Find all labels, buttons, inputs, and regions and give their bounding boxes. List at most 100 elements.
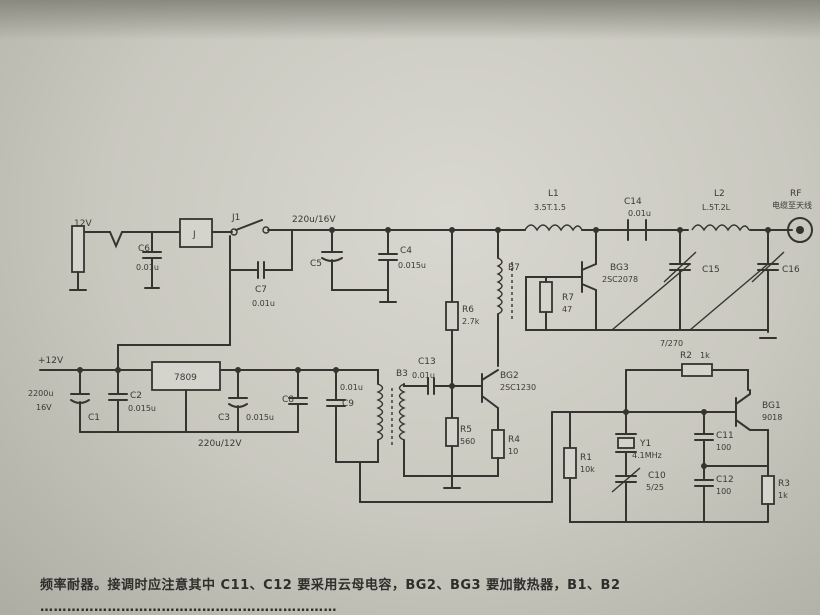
bg1-type: 9018 bbox=[762, 413, 782, 422]
r2-value: 1k bbox=[700, 351, 710, 360]
resistor-r4: R4 10 bbox=[451, 429, 520, 477]
bg2-label: BG2 bbox=[500, 371, 519, 381]
r7-label: R7 bbox=[562, 293, 574, 303]
r1-label: R1 bbox=[580, 453, 592, 463]
bg1-label: BG1 bbox=[762, 401, 781, 411]
rf-output-connector: RF 电缆至天线 bbox=[772, 189, 813, 243]
r4-label: R4 bbox=[508, 435, 520, 445]
capacitor-c7: C7 0.01u bbox=[229, 229, 293, 308]
r5-label: R5 bbox=[460, 425, 472, 435]
capacitor-c5: C5 bbox=[310, 227, 389, 291]
resistor-r6: R6 2.7k bbox=[445, 301, 480, 387]
trimmer-c10: C10 5/25 bbox=[611, 467, 666, 523]
c1-label: C1 bbox=[88, 413, 100, 423]
l2-label: L2 bbox=[714, 189, 725, 199]
resistor-r2: R2 1k bbox=[680, 351, 749, 391]
bg3-label: BG3 bbox=[610, 263, 629, 273]
c4-value: 0.015u bbox=[398, 261, 426, 270]
capacitor-c6: C6 0.01u bbox=[136, 231, 162, 289]
c9-value: 0.01u bbox=[340, 383, 363, 392]
capacitor-c13: C13 0.01u bbox=[412, 357, 483, 395]
caption-line-1: 频率耐器。接调时应注意其中 C11、C12 要采用云母电容，BG2、BG3 要加… bbox=[40, 578, 621, 593]
r6-value: 2.7k bbox=[462, 317, 480, 326]
crystal-y1: Y1 4.1MHz bbox=[615, 411, 662, 477]
osc-left-wire bbox=[551, 411, 571, 449]
r3-value: 1k bbox=[778, 491, 788, 500]
power-input-terminal: 12V bbox=[69, 219, 92, 291]
r4-value: 10 bbox=[508, 447, 518, 456]
capacitor-c2: C2 0.015u bbox=[108, 375, 156, 433]
c12-label: C12 bbox=[716, 475, 734, 485]
c3-label: C3 bbox=[218, 413, 230, 423]
c1-value: 2200u bbox=[28, 389, 53, 398]
c1-volt: 16V bbox=[36, 403, 52, 412]
y1-label: Y1 bbox=[639, 439, 651, 449]
caption-line-2: ………………………………………………………… bbox=[40, 600, 337, 615]
out-sublabel: 电缆至天线 bbox=[772, 200, 812, 210]
transistor-bg2: BG2 2SC1230 bbox=[481, 369, 536, 431]
resistor-r5: R5 560 bbox=[443, 385, 475, 489]
c2-value: 0.015u bbox=[128, 404, 156, 413]
r7-value: 47 bbox=[562, 305, 572, 314]
trimmer-c15: C15 bbox=[663, 227, 720, 331]
capacitor-c14: C14 0.01u bbox=[624, 197, 651, 241]
c6-label: C6 bbox=[138, 244, 150, 254]
lower-return bbox=[359, 411, 553, 503]
r2-label: R2 bbox=[680, 351, 692, 361]
inductor-l2: L2 L.5T.2L bbox=[691, 189, 750, 232]
c15-label: C15 bbox=[702, 265, 720, 275]
c6-value: 0.01u bbox=[136, 263, 159, 272]
b7-label: B7 bbox=[508, 263, 520, 273]
inductor-l1: L1 3.5T.1.5 bbox=[524, 189, 583, 232]
bottom-supply-label: 220u/12V bbox=[198, 439, 242, 449]
capacitor-c1: 2200u 16V C1 bbox=[28, 369, 100, 433]
c9-label: C9 bbox=[342, 399, 354, 409]
out-label: RF bbox=[790, 189, 801, 199]
r1-value: 10k bbox=[580, 465, 595, 474]
r5-value: 560 bbox=[460, 437, 475, 446]
capacitor-c8: C8 bbox=[282, 367, 308, 433]
plus12-label: +12V bbox=[38, 356, 64, 366]
bg2-type: 2SC1230 bbox=[500, 383, 536, 392]
capacitor-c4: C4 0.015u bbox=[378, 227, 426, 303]
c2-label: C2 bbox=[130, 391, 142, 401]
plus12-input: +12V bbox=[38, 356, 153, 373]
supply-label: 220u/16V bbox=[292, 215, 336, 225]
power-in-label: 12V bbox=[74, 219, 92, 229]
c10-value: 5/25 bbox=[646, 483, 664, 492]
transistor-bg1: BG1 9018 bbox=[729, 389, 782, 467]
l1-value: 3.5T.1.5 bbox=[534, 203, 566, 212]
switch-j1: J1 bbox=[230, 213, 270, 236]
r3-label: R3 bbox=[778, 479, 790, 489]
resistor-r3: R3 1k bbox=[761, 465, 790, 523]
c13-value: 0.01u bbox=[412, 371, 435, 380]
c3-value: 0.015u bbox=[246, 413, 274, 422]
caption: 频率耐器。接调时应注意其中 C11、C12 要采用云母电容，BG2、BG3 要加… bbox=[0, 566, 820, 615]
trim-mark-2 bbox=[689, 263, 769, 331]
c13-label: C13 bbox=[418, 357, 436, 367]
y1-value: 4.1MHz bbox=[632, 451, 662, 460]
c4-label: C4 bbox=[400, 246, 412, 256]
reg-label: 7809 bbox=[174, 373, 197, 383]
l1-label: L1 bbox=[548, 189, 559, 199]
trimmer-c16: C16 bbox=[751, 227, 800, 333]
c12-value: 100 bbox=[716, 487, 731, 496]
c11-value: 100 bbox=[716, 443, 731, 452]
capacitor-c12: C12 100 bbox=[694, 465, 734, 523]
bg3-type: 2SC2078 bbox=[602, 275, 638, 284]
l2-value: L.5T.2L bbox=[702, 203, 731, 212]
c7-value: 0.01u bbox=[252, 299, 275, 308]
c7-label: C7 bbox=[255, 285, 267, 295]
capacitor-c3: C3 0.015u bbox=[218, 367, 274, 433]
c16-label: C16 bbox=[782, 265, 800, 275]
j-label: J bbox=[192, 230, 196, 240]
resistor-r1: R1 10k bbox=[563, 447, 769, 523]
c14-label: C14 bbox=[624, 197, 642, 207]
c10-label: C10 bbox=[648, 471, 666, 481]
relay-j: J bbox=[179, 218, 213, 248]
c8-label: C8 bbox=[282, 395, 294, 405]
capacitor-c9: 0.01u C9 bbox=[326, 367, 363, 463]
resistor-r7: R7 47 bbox=[525, 276, 597, 331]
c11-label: C11 bbox=[716, 431, 734, 441]
b3-label: B3 bbox=[396, 369, 408, 379]
